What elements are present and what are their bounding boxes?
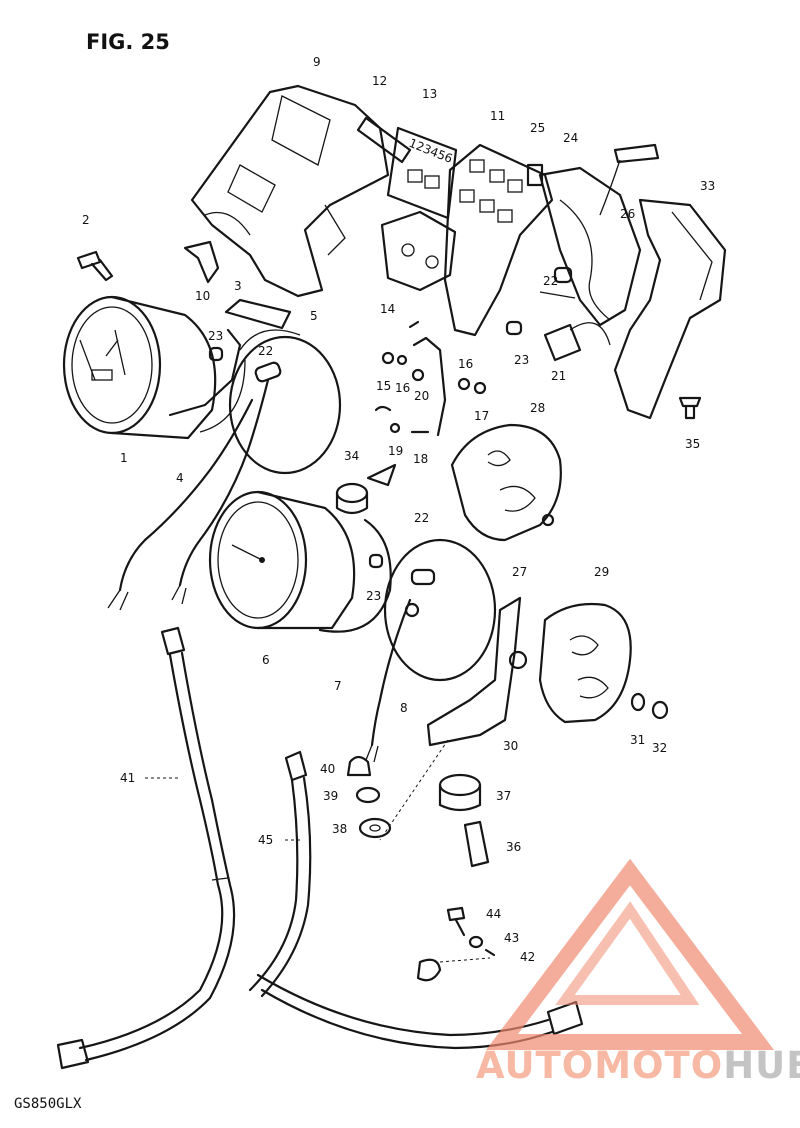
meter-case-7	[318, 518, 392, 633]
callout-27: 27	[512, 565, 527, 579]
callout-1: 1	[120, 451, 128, 465]
upper-housing-cover	[190, 84, 390, 298]
speedometer-cable-41	[56, 626, 236, 1070]
screw-35	[678, 396, 702, 420]
callout-13: 13	[422, 87, 437, 101]
callout-29: 29	[594, 565, 609, 579]
cover-28	[450, 423, 562, 542]
callout-32: 32	[652, 741, 667, 755]
screw-44	[446, 906, 466, 937]
callout-42: 42	[520, 950, 535, 964]
callout-28: 28	[530, 401, 545, 415]
rear-cup-8	[365, 538, 497, 763]
callout-18: 18	[413, 452, 428, 466]
watermark-part-1: AUTOMOTO	[476, 1044, 724, 1087]
screw-2	[76, 250, 114, 282]
bulb-23a	[208, 346, 224, 362]
washer-39	[355, 786, 381, 804]
callout-35: 35	[685, 437, 700, 451]
callout-8: 8	[400, 701, 408, 715]
callout-10: 10	[195, 289, 210, 303]
callout-20: 20	[414, 389, 429, 403]
callout-2: 2	[82, 213, 90, 227]
callout-23a: 23	[208, 329, 223, 343]
callout-9: 9	[313, 55, 321, 69]
callout-30: 30	[503, 739, 518, 753]
bulb-socket-21	[543, 322, 611, 362]
fasteners-15-20	[374, 320, 487, 437]
bulb-22c	[539, 266, 576, 299]
washer-43	[468, 935, 484, 949]
callout-41: 41	[120, 771, 135, 785]
callout-15: 15	[376, 379, 391, 393]
callout-3: 3	[234, 279, 242, 293]
watermark-part-2: HUB	[723, 1044, 800, 1087]
meter-case-4	[168, 328, 246, 433]
callout-36: 36	[506, 840, 521, 854]
washer-31	[630, 692, 646, 712]
bulb-23b	[368, 553, 384, 569]
indicator-board-11	[443, 143, 554, 337]
callout-12: 12	[372, 74, 387, 88]
callout-6: 6	[262, 653, 270, 667]
socket-wiring-24-26	[526, 143, 660, 327]
callout-7: 7	[334, 679, 342, 693]
callout-5: 5	[310, 309, 318, 323]
stud-36	[463, 820, 490, 868]
cover-29	[538, 602, 632, 724]
callout-25: 25	[530, 121, 545, 135]
callout-4: 4	[176, 471, 184, 485]
nut-32	[651, 700, 669, 720]
callout-22b: 22	[414, 511, 429, 525]
watermark-logo	[485, 858, 775, 1050]
washer-38	[358, 817, 392, 839]
callout-43: 43	[504, 931, 519, 945]
callout-14: 14	[380, 302, 395, 316]
cap-nut-40	[346, 755, 372, 777]
callout-34: 34	[344, 449, 359, 463]
bulb-socket-22a	[107, 361, 282, 611]
callout-37: 37	[496, 789, 511, 803]
callout-24: 24	[563, 131, 578, 145]
callout-19: 19	[388, 444, 403, 458]
callout-23c: 23	[514, 353, 529, 367]
figure-title: FIG. 25	[86, 30, 170, 54]
grommet-34	[335, 482, 369, 515]
callout-23b: 23	[366, 589, 381, 603]
bulb-23c	[505, 320, 523, 336]
callout-22c: 22	[543, 274, 558, 288]
bracket-14	[380, 210, 457, 292]
callout-44: 44	[486, 907, 501, 921]
bulb-socket-22b	[404, 568, 436, 618]
watermark-text: AUTOMOTOHUB	[476, 1044, 800, 1087]
tachometer-6	[208, 490, 356, 630]
callout-38: 38	[332, 822, 347, 836]
callout-16b: 16	[458, 357, 473, 371]
callout-33: 33	[700, 179, 715, 193]
callout-31: 31	[630, 733, 645, 747]
callout-40: 40	[320, 762, 335, 776]
callout-22a: 22	[258, 344, 273, 358]
clip-10	[183, 240, 220, 284]
rubber-mount-37	[438, 773, 482, 812]
callout-11: 11	[490, 109, 505, 123]
speedometer-1	[62, 295, 217, 440]
model-label: GS850GLX	[14, 1096, 82, 1112]
callout-45: 45	[258, 833, 273, 847]
bracket-27-30	[379, 596, 528, 841]
callout-17: 17	[474, 409, 489, 423]
rear-cup-5	[228, 329, 342, 475]
callout-16a: 16	[395, 381, 410, 395]
clamp-42	[416, 948, 496, 982]
gasket-3	[224, 298, 292, 330]
rear-housing-33	[613, 198, 727, 420]
bracket-small	[366, 463, 397, 487]
callout-39: 39	[323, 789, 338, 803]
callout-26: 26	[620, 207, 635, 221]
callout-21: 21	[551, 369, 566, 383]
